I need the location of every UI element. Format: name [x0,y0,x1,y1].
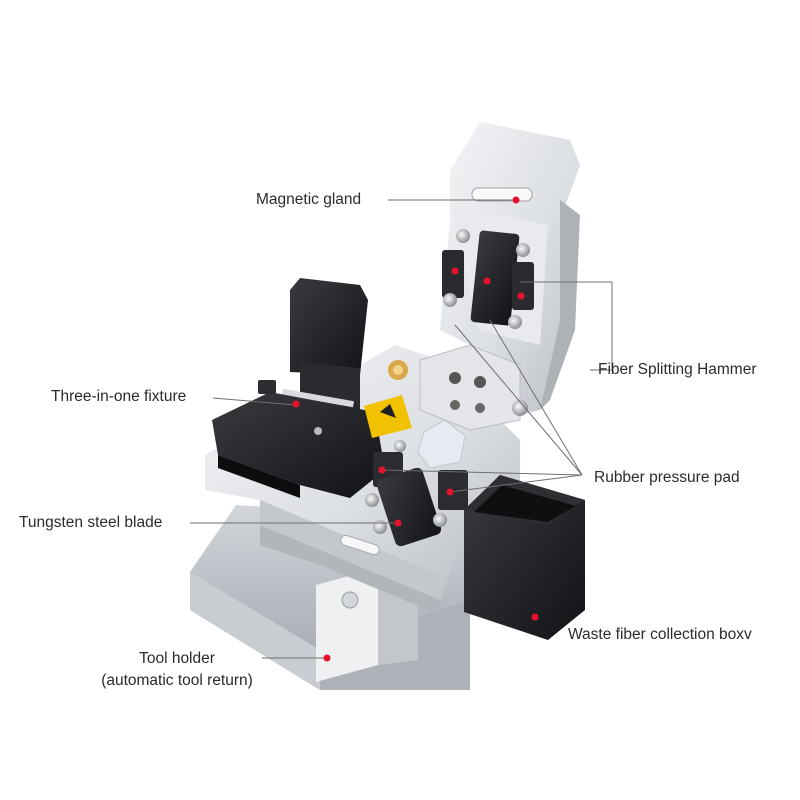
three-in-one-fixture [212,278,385,498]
label-waste-fiber-box: Waste fiber collection boxv [568,626,752,643]
upright-arm [440,122,580,420]
marker-hammer-right [517,292,525,300]
label-tool-holder: Tool holder (automatic tool return) [86,648,268,692]
marker-hammer-left [451,267,459,275]
marker-blade [394,519,402,527]
marker-magnetic-gland [512,196,520,204]
marker-pad-left [378,466,386,474]
warning-sticker [364,395,412,438]
label-rubber-pressure-pad: Rubber pressure pad [594,469,740,486]
label-magnetic-gland: Magnetic gland [256,191,362,208]
label-three-in-one-fixture: Three-in-one fixture [51,388,187,405]
label-fiber-splitting-hammer: Fiber Splitting Hammer [598,361,757,378]
label-tool-holder-line1: Tool holder [139,650,215,667]
marker-hammer [483,277,491,285]
marker-fixture [292,400,300,408]
waste-fiber-box [464,475,585,640]
marker-dots [292,196,539,662]
marker-waste-box [531,613,539,621]
hinge-block [388,344,528,431]
blade-area [365,419,468,547]
label-tool-holder-line2: (automatic tool return) [101,672,253,689]
marker-tool-holder [323,654,331,662]
label-tungsten-steel-blade: Tungsten steel blade [19,514,163,531]
leader-lines [190,199,613,659]
marker-pad-right [446,488,454,496]
